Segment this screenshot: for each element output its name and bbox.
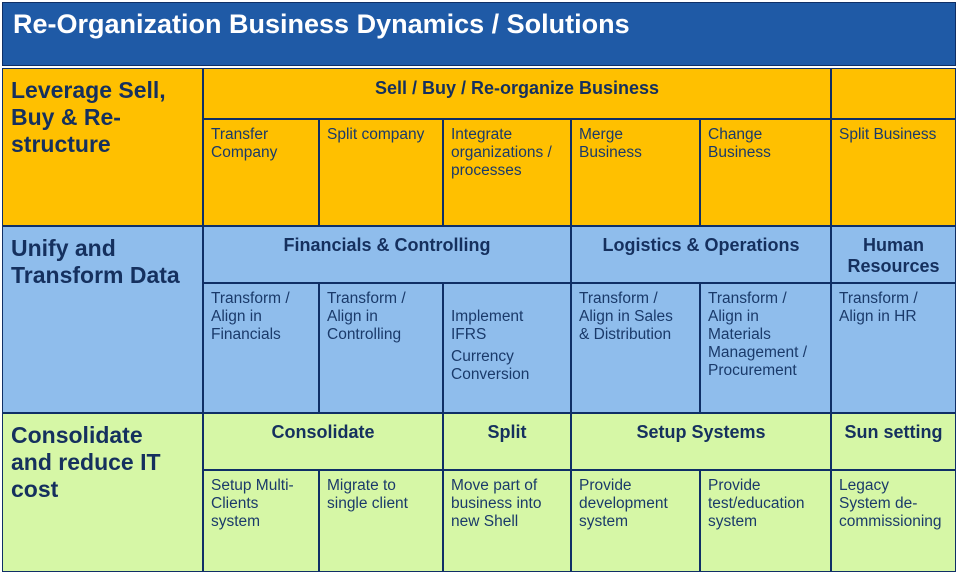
header-blank-row1 (831, 68, 956, 119)
item-migrate-single-client: Migrate to single client (319, 470, 443, 572)
row-label-consolidate-reduce: Consolidate and reduce IT cost (2, 413, 203, 572)
item-align-materials-management: Transform / Align in Materials Managemen… (700, 283, 831, 413)
item-setup-multi-clients: Setup Multi- Clients system (203, 470, 319, 572)
header-sell-buy-reorganize: Sell / Buy / Re-organize Business (203, 68, 831, 119)
row-label-unify-transform: Unify and Transform Data (2, 226, 203, 413)
item-test-education-system: Provide test/education system (700, 470, 831, 572)
item-legacy-decommissioning: Legacy System de- commissioning (831, 470, 956, 572)
header-human-resources: Human Resources (831, 226, 956, 283)
title-bar: Re-Organization Business Dynamics / Solu… (2, 2, 956, 66)
item-transfer-company: Transfer Company (203, 119, 319, 226)
page-title: Re-Organization Business Dynamics / Solu… (13, 9, 630, 39)
header-split: Split (443, 413, 571, 470)
item-split-company: Split company (319, 119, 443, 226)
header-sun-setting: Sun setting (831, 413, 956, 470)
header-setup-systems: Setup Systems (571, 413, 831, 470)
item-align-controlling: Transform / Align in Controlling (319, 283, 443, 413)
item-align-sales-distribution: Transform / Align in Sales & Distributio… (571, 283, 700, 413)
item-move-part-business: Move part of business into new Shell (443, 470, 571, 572)
row-label-leverage: Leverage Sell, Buy & Re- structure (2, 68, 203, 226)
item-align-hr: Transform / Align in HR (831, 283, 956, 413)
item-implement-ifrs-text: Implement IFRS (451, 308, 524, 343)
item-split-business: Split Business (831, 119, 956, 226)
item-development-system: Provide development system (571, 470, 700, 572)
item-merge-business: Merge Business (571, 119, 700, 226)
item-integrate-organizations: Integrate organizations / processes (443, 119, 571, 226)
item-implement-ifrs: Implement IFRS Currency Conversion (443, 283, 571, 413)
item-align-financials: Transform / Align in Financials (203, 283, 319, 413)
item-currency-conversion: Currency Conversion (451, 348, 530, 383)
header-financials-controlling: Financials & Controlling (203, 226, 571, 283)
header-logistics-operations: Logistics & Operations (571, 226, 831, 283)
item-change-business: Change Business (700, 119, 831, 226)
header-consolidate: Consolidate (203, 413, 443, 470)
